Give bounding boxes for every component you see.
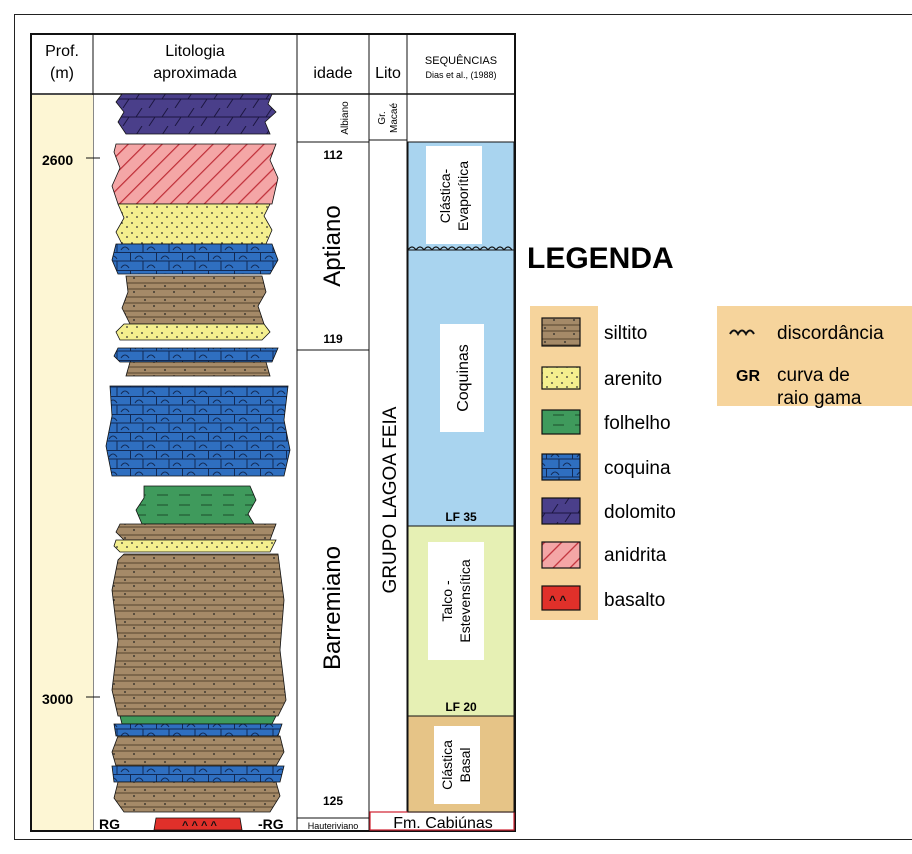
seq-clastica-basal-2: Basal xyxy=(457,747,473,782)
depth-tick-3000: 3000 xyxy=(42,691,73,707)
legend-label-folhelho: folhelho xyxy=(604,413,671,434)
legend-label-gr-1: curva de xyxy=(777,365,850,386)
depth-tick-2600: 2600 xyxy=(42,152,73,168)
seq-coquinas-label: Coquinas xyxy=(455,344,472,412)
lito-macae-1: Gr. xyxy=(377,111,388,124)
age-aptiano: Aptiano xyxy=(319,205,346,286)
seq-clastica-evap-label-box xyxy=(426,146,482,244)
legend-arenito: arenito xyxy=(541,366,662,390)
legend-label-gr-2: raio gama xyxy=(777,388,862,409)
legend-basalto: ^ ^ basalto xyxy=(541,585,665,611)
gr-symbol: GR xyxy=(736,368,760,385)
header-seq-2: Dias et al., (1988) xyxy=(425,70,496,80)
rg-left: RG xyxy=(99,816,120,832)
header-lito: Lito xyxy=(375,65,401,82)
seq-clastica-basal-label-box xyxy=(434,726,480,804)
legend-folhelho: folhelho xyxy=(541,409,671,435)
seq-lf20: LF 20 xyxy=(445,700,477,714)
age-hauteriviano: Hauteriviano xyxy=(308,821,359,831)
seq-coquinas-label-box xyxy=(440,324,484,432)
age-barremiano: Barremiano xyxy=(319,546,346,670)
legend-dolomito: dolomito xyxy=(541,497,676,525)
arenito-swatch xyxy=(541,366,581,390)
age-albiano: Albiano xyxy=(340,101,351,135)
folhelho-swatch xyxy=(541,409,581,435)
column-outline xyxy=(30,33,516,832)
legend-siltito: siltito xyxy=(541,317,647,347)
basalto-swatch xyxy=(541,585,581,611)
lithology-column: ^ ^ ^ ^ xyxy=(105,93,291,832)
dolomito-swatch xyxy=(541,497,581,525)
legend-anidrita: anidrita xyxy=(541,541,667,569)
basalto-swatch-marks: ^ ^ xyxy=(549,593,566,607)
seq-talco-label-box xyxy=(428,542,484,660)
age-125: 125 xyxy=(323,794,343,808)
header-prof-1: Prof. xyxy=(45,43,79,60)
figure-frame xyxy=(14,14,912,840)
seq-clastica-basal-1: Clástica xyxy=(439,740,455,790)
seq-talco-2: Estevensítica xyxy=(457,559,473,642)
legend-coquina: coquina xyxy=(541,453,671,481)
header-lito-2: aproximada xyxy=(153,65,237,82)
header-seq-1: SEQUÊNCIAS xyxy=(425,54,497,67)
siltito-swatch xyxy=(541,317,581,347)
depth-column xyxy=(32,95,93,830)
legend-label-coquina: coquina xyxy=(604,458,671,479)
lito-lagoa-feia: GRUPO LAGOA FEIA xyxy=(380,406,401,593)
coquina-swatch xyxy=(541,453,581,481)
rg-right: -RG xyxy=(258,816,284,832)
legend-title: LEGENDA xyxy=(527,242,674,275)
legend-label-siltito: siltito xyxy=(604,323,647,344)
legend-label-discordancia: discordância xyxy=(777,323,884,344)
legend-label-anidrita: anidrita xyxy=(604,545,667,566)
header-idade: idade xyxy=(313,65,352,82)
legend-label-arenito: arenito xyxy=(604,369,662,390)
seq-talco-1: Talco - xyxy=(439,580,455,622)
discordance-line xyxy=(407,246,513,252)
legend-label-basalto: basalto xyxy=(604,590,665,611)
header-lito-1: Litologia xyxy=(165,43,225,60)
lito-cabiunas: Fm. Cabiúnas xyxy=(393,815,493,832)
age-112: 112 xyxy=(323,148,343,162)
discordance-icon xyxy=(729,329,755,337)
lito-macae-2: Macaé xyxy=(389,103,400,133)
seq-clastica-evap-2: Evaporítica xyxy=(455,161,471,231)
header-prof-2: (m) xyxy=(50,65,74,82)
basalt-marks: ^ ^ ^ ^ xyxy=(182,820,217,832)
seq-lf35: LF 35 xyxy=(445,510,477,524)
anidrita-swatch xyxy=(541,541,581,569)
age-119: 119 xyxy=(323,332,343,346)
seq-clastica-evap-1: Clástica- xyxy=(437,168,453,223)
legend-symbol-panel xyxy=(717,306,912,406)
legend-label-dolomito: dolomito xyxy=(604,502,676,523)
